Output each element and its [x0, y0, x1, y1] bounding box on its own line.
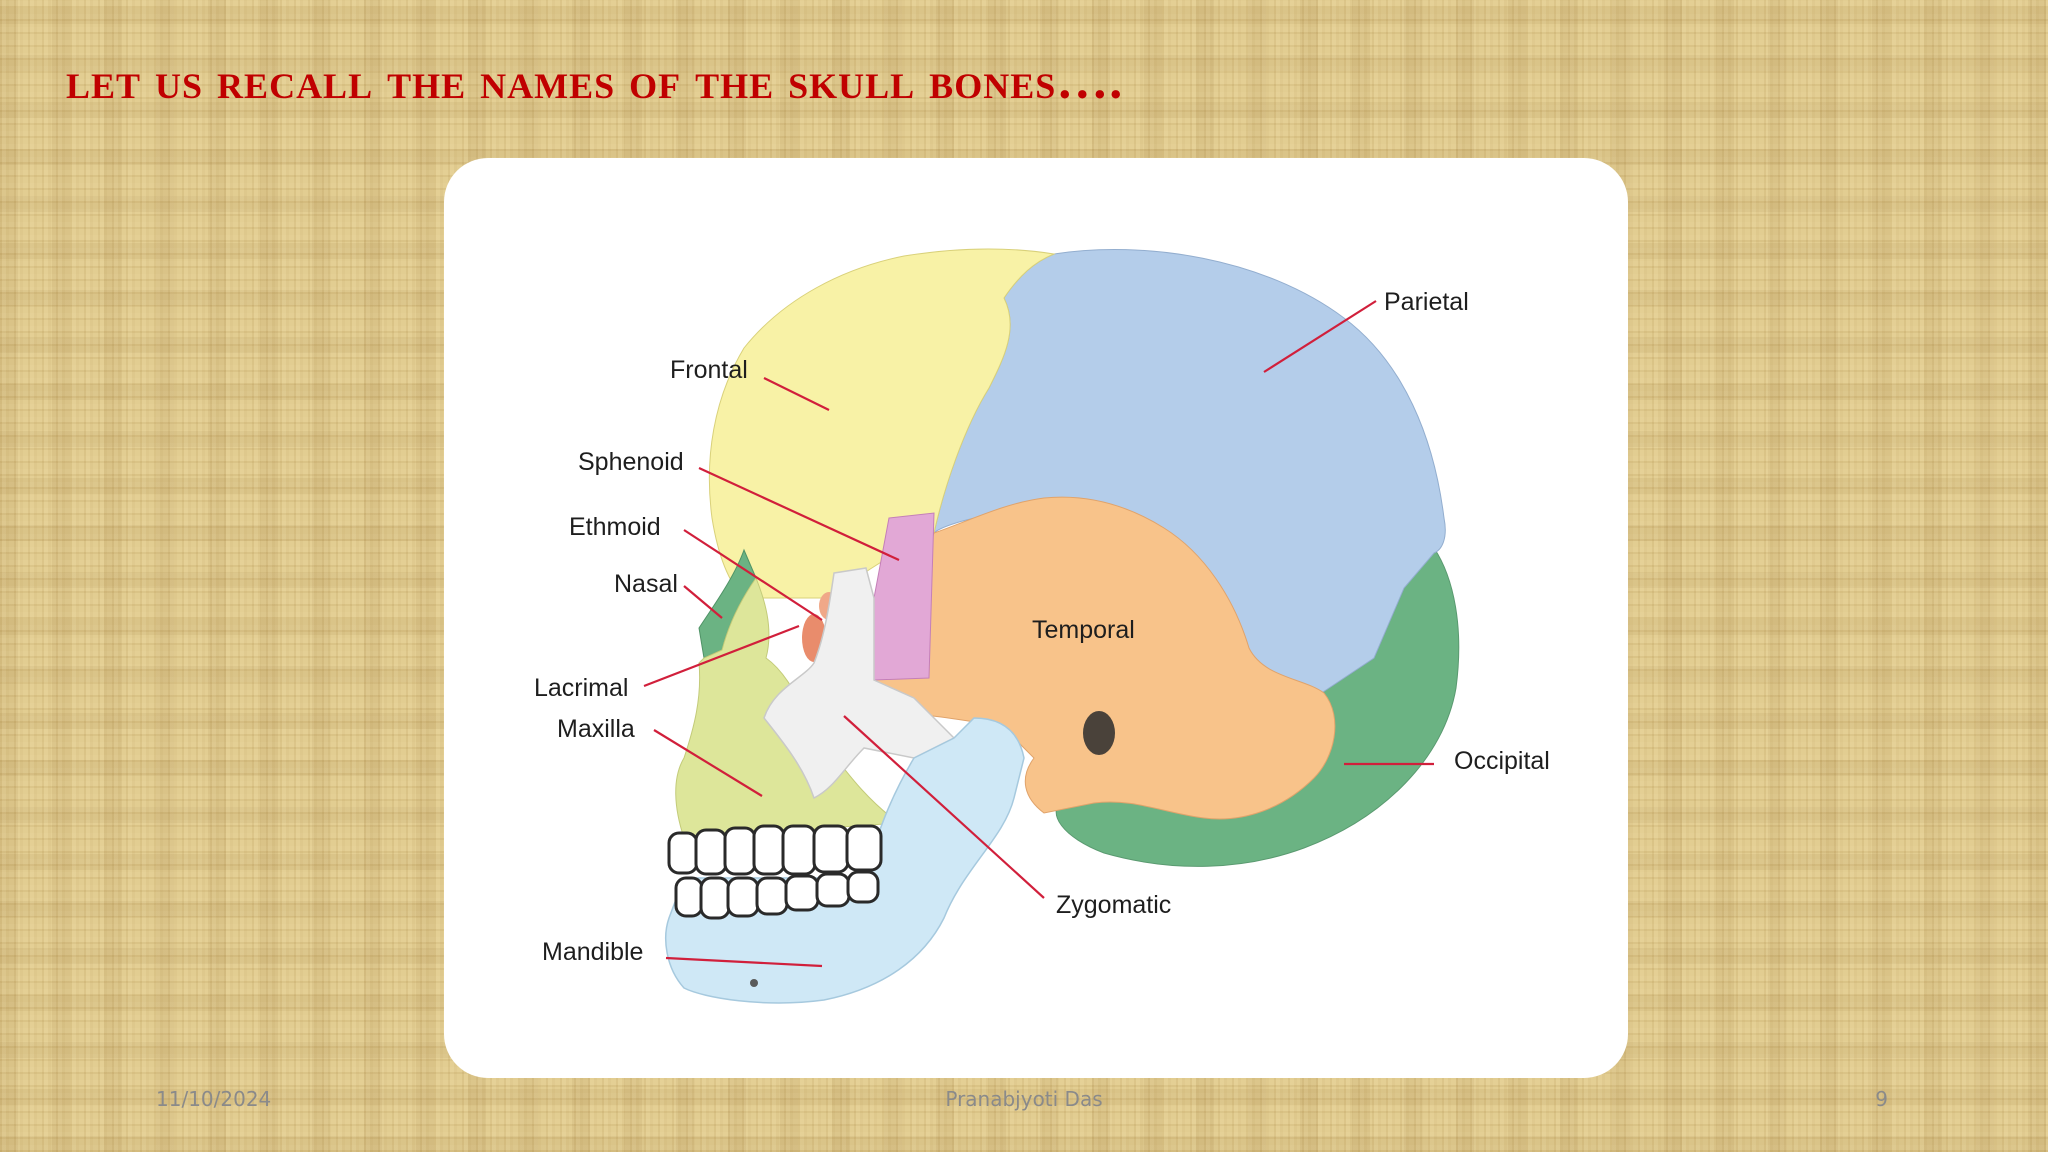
leader-line-zygomatic — [843, 715, 1045, 899]
leader-line-sphenoid — [698, 467, 900, 561]
leader-lines — [643, 300, 1434, 968]
footer-author: Pranabjyoti Das — [945, 1087, 1103, 1111]
mental-foramen — [750, 979, 758, 987]
ear-canal — [1083, 711, 1115, 755]
leader-line-maxilla — [653, 729, 763, 797]
footer-page-number: 9 — [1875, 1087, 1888, 1111]
skull-diagram-panel: Parietal Frontal Sphenoid Ethmoid Nasal … — [444, 158, 1628, 1078]
label-maxilla: Maxilla — [557, 715, 635, 743]
label-sphenoid: Sphenoid — [578, 448, 684, 476]
label-mandible: Mandible — [542, 938, 643, 966]
leader-line-ethmoid — [683, 529, 823, 621]
label-zygomatic: Zygomatic — [1056, 891, 1171, 919]
label-temporal: Temporal — [1032, 616, 1135, 644]
slide-title: Let us recall the names of the Skull Bon… — [66, 53, 1124, 110]
label-nasal: Nasal — [614, 570, 678, 598]
leader-line-mandible — [665, 956, 823, 968]
footer-date: 11/10/2024 — [156, 1087, 272, 1111]
zygomatic-bone — [763, 567, 956, 800]
upper-teeth — [667, 824, 883, 876]
leader-line-frontal — [763, 377, 830, 411]
label-parietal: Parietal — [1384, 288, 1469, 316]
skull-diagram: Parietal Frontal Sphenoid Ethmoid Nasal … — [534, 248, 1550, 1004]
label-occipital: Occipital — [1454, 747, 1550, 775]
leader-line-lacrimal — [643, 624, 800, 688]
leader-line-nasal — [683, 585, 723, 619]
label-lacrimal: Lacrimal — [534, 674, 628, 702]
label-frontal: Frontal — [670, 356, 748, 384]
label-ethmoid: Ethmoid — [569, 513, 661, 541]
lower-teeth — [674, 870, 880, 920]
leader-line-parietal — [1263, 300, 1377, 373]
occipital-bone — [1055, 547, 1460, 867]
temporal-bone — [853, 496, 1336, 820]
